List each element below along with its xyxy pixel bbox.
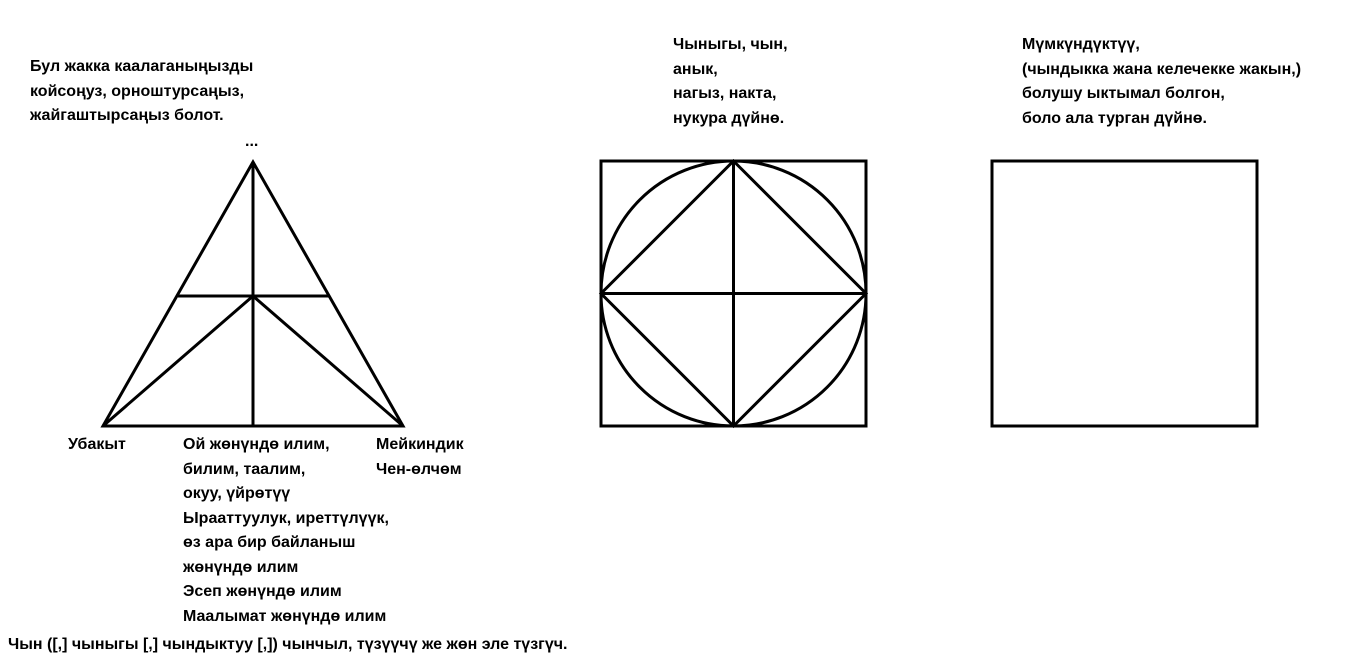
caption-line: Бул жакка каалаганыңызды [30,58,254,75]
center-label-line: билим, таалим, [183,460,306,478]
caption-line: жайгаштырсаңыз болот. [30,107,224,124]
footer-text: Чын ([,] чыныгы [,] чындыктуу [,]) чынчы… [8,636,568,653]
caption-line: нукура дүйнө. [673,109,785,127]
right-label-line: Мейкиндик [376,436,464,453]
caption-line: (чындыкка жана келечекке жакын,) [1022,60,1302,78]
caption-line: койсоңуз, орноштурсаңыз, [30,82,245,100]
caption-line: боло ала турган дүйнө. [1022,109,1207,127]
triangle-left-label: Убакыт [68,436,126,453]
center-label-line: Ой жөнүндө илим, [183,436,330,453]
caption-line: Мүмкүндүктүү, [1022,36,1140,53]
square-circle-caption: Чыныгы, чын, анык, нагыз, накта, нукура … [673,33,788,131]
empty-square-caption: Мүмкүндүктүү, (чындыкка жана келечекке ж… [1022,33,1301,131]
caption-line: Чыныгы, чын, [673,36,788,53]
triangle-top-caption: Бул жакка каалаганыңызды койсоңуз, орнош… [30,55,253,129]
center-label-line: өз ара бир байланыш [183,534,356,551]
caption-line: анык, [673,60,718,78]
triangle-center-label: Ой жөнүндө илим, билим, таалим, окуу, үй… [183,433,389,629]
triangle-inner-right-edge [252,294,404,428]
triangle-apex-label: ... [245,133,259,150]
center-label-line: Эсеп жөнүндө илим [183,583,342,600]
triangle-figure [100,158,406,428]
triangle-inner-left-edge [102,294,254,428]
center-label-line: Ырааттуулук, иреттүлүүк, [183,509,389,527]
caption-line: болушу ыктымал болгон, [1022,85,1225,102]
triangle-right-label: Мейкиндик Чен-өлчөм [376,433,464,482]
center-label-line: окуу, үйрөтүү [183,485,291,502]
center-label-line: Маалымат жөнүндө илим [183,607,387,625]
right-label-line: Чен-өлчөм [376,460,462,478]
caption-line: нагыз, накта, [673,85,777,102]
square-circle-figure [598,158,869,429]
empty-square [990,159,1259,428]
center-label-line: жөнүндө илим [183,558,299,576]
